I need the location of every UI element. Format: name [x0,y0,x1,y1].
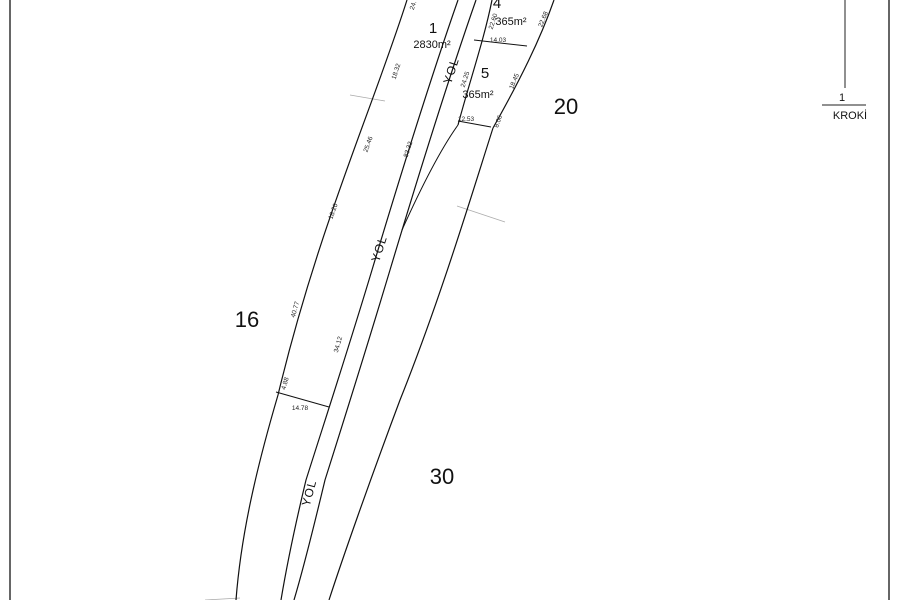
dim-4-88: 4.88 [280,376,290,390]
dim-18-20: 18.20 [328,202,340,220]
parcel-5-south-boundary [457,120,492,128]
parcel-1-area: 2830m² [413,39,451,51]
legend-title: KROKİ [833,109,867,122]
parcel-1-west-boundary [235,0,408,601]
dim-12-53: 12.53 [458,116,475,123]
dim-34-12: 34.12 [333,335,344,353]
dim-22-68: 22.68 [537,10,550,28]
parcel-4-5-east-boundary [492,0,555,129]
neighbor-16-label: 16 [235,307,259,332]
parcel-5-area: 365m² [462,89,494,101]
road-east-edge [293,0,477,601]
parcel-4-5-west-boundary [457,0,493,126]
dim-8-06: 8.06 [493,114,504,129]
dim-18-45: 18.45 [508,72,521,90]
dim-83-32: 83.32 [403,140,415,158]
dim-top: 24. [409,0,419,11]
parcel-4-number: 4 [493,0,501,12]
parcel-4-area: 365m² [495,16,527,28]
grey-tick-1 [349,94,386,102]
road-inner-edge [401,124,459,231]
dim-18-32: 18.32 [391,62,403,80]
dim-25-46: 25.46 [363,135,375,153]
neighbor-20-label: 20 [554,94,578,119]
parcel-4-5-divider [473,39,528,47]
parcel-5-number: 5 [481,65,489,82]
dim-40-77: 40.77 [290,300,301,318]
parcel-1-divider [275,391,330,408]
grey-tick-2 [456,205,506,223]
road-label-middle: YOL [368,234,390,264]
parcel-1-number: 1 [429,20,437,37]
parcel-1-east-boundary [280,0,459,601]
road-label-bottom: YOL [299,478,320,508]
parcel-30-east-boundary [328,127,494,601]
road-label-top: YOL [440,56,462,86]
dim-24-25: 24.25 [460,70,472,88]
dim-14-78: 14.78 [292,405,309,412]
dim-14-03: 14.03 [490,37,507,44]
legend-number: 1 [839,92,845,104]
neighbor-30-label: 30 [430,464,454,489]
dim-22-60: 22.60 [488,12,500,30]
